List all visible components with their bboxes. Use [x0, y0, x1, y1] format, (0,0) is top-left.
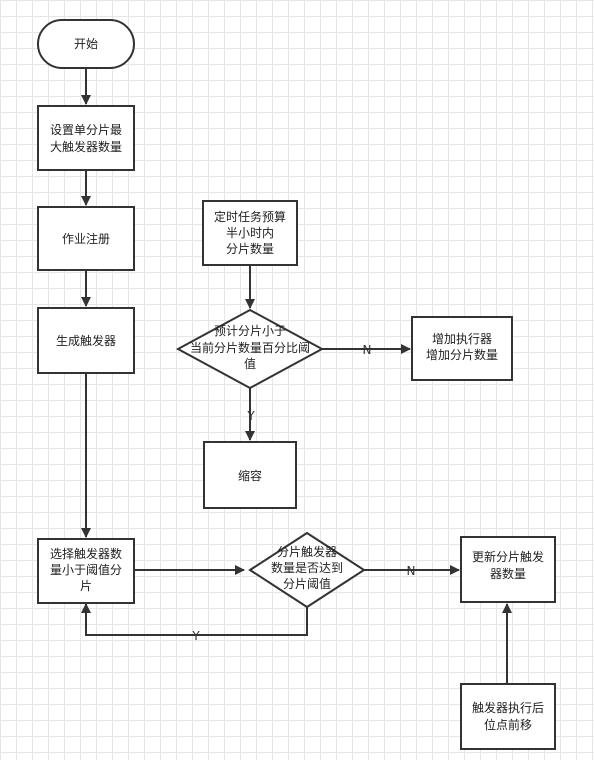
node-predict: [175, 308, 325, 390]
node-move-label-1: 触发器执行后: [472, 700, 544, 715]
node-timer-label-2: 半小时内: [226, 226, 274, 240]
node-select: [37, 538, 135, 604]
node-timer-label-1: 定时任务预算: [214, 209, 286, 224]
node-add-exec-label-1: 增加执行器: [432, 332, 492, 346]
node-select-label-3: 片: [80, 579, 92, 593]
edge-label-predict-no: N: [363, 343, 372, 357]
node-update-label-2: 器数量: [490, 566, 526, 581]
node-select-label-1: 选择触发器数: [50, 546, 122, 561]
node-timer: [202, 200, 298, 266]
node-select-label-2: 量小于阈值分: [50, 562, 122, 577]
node-register-label: 作业注册: [62, 231, 110, 246]
node-gen-trigger-label: 生成触发器: [56, 333, 116, 348]
node-shrink: [203, 441, 297, 509]
node-register: [37, 206, 135, 271]
node-predict-label-3: 值: [244, 356, 256, 371]
node-reach-label-3: 分片阈值: [283, 576, 331, 591]
node-set-max-label-1: 设置单分片最: [50, 123, 122, 137]
edge-reach-to-select-loop: [81, 603, 308, 636]
node-set-max: [37, 105, 135, 171]
node-update: [460, 536, 556, 603]
edge-label-reach-yes: Y: [191, 629, 200, 643]
node-start: [37, 19, 135, 69]
node-shrink-label: 缩容: [238, 468, 262, 483]
node-reach: [248, 531, 366, 609]
node-timer-label-3: 分片数量: [226, 241, 274, 256]
node-add-exec: [411, 316, 513, 381]
node-move-label-2: 位点前移: [484, 717, 532, 732]
edge-label-predict-yes: Y: [246, 409, 255, 423]
node-update-label-1: 更新分片触发: [472, 549, 544, 564]
node-reach-label-1: 分片触发器: [277, 544, 337, 559]
node-reach-label-2: 数量是否达到: [271, 560, 343, 575]
edge-label-reach-no: N: [407, 564, 416, 578]
node-move: [460, 683, 556, 750]
node-gen-trigger: [37, 307, 135, 374]
node-start-label: 开始: [74, 37, 98, 51]
node-predict-label-1: 预计分片小于: [214, 324, 286, 338]
node-add-exec-label-2: 增加分片数量: [426, 347, 498, 362]
node-predict-label-2: 当前分片数量百分比阈: [190, 340, 310, 355]
node-set-max-label-2: 大触发器数量: [50, 139, 122, 154]
